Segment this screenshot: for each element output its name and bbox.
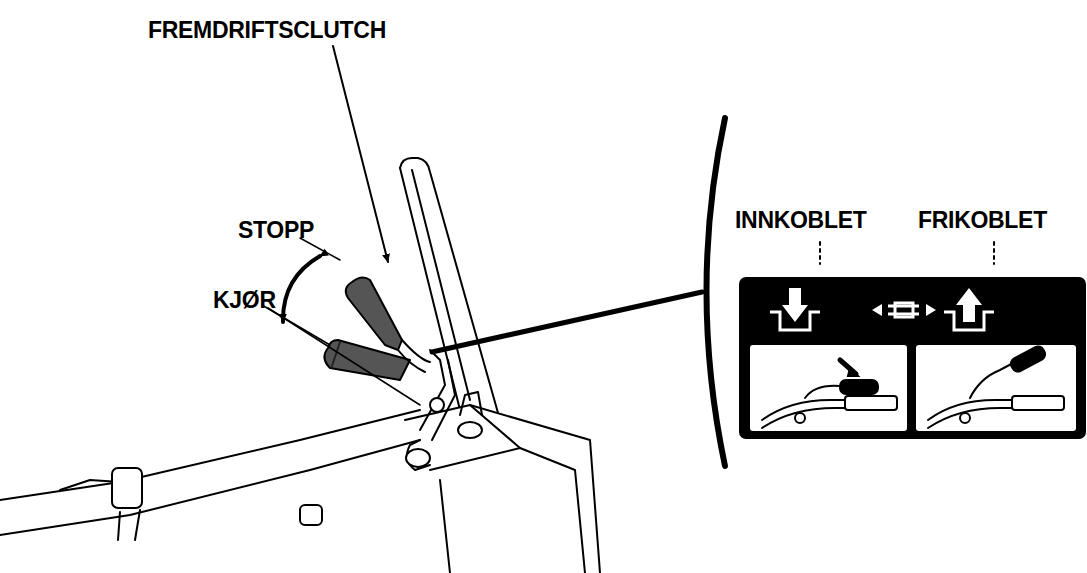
state-label: INNKOBLET: [735, 209, 866, 232]
state-label: FRIKOBLET: [918, 209, 1047, 232]
part-label: FREMDRIFTSCLUTCH: [148, 19, 386, 42]
position-label: KJØR: [213, 289, 276, 312]
position-label: STOPP: [238, 219, 314, 242]
